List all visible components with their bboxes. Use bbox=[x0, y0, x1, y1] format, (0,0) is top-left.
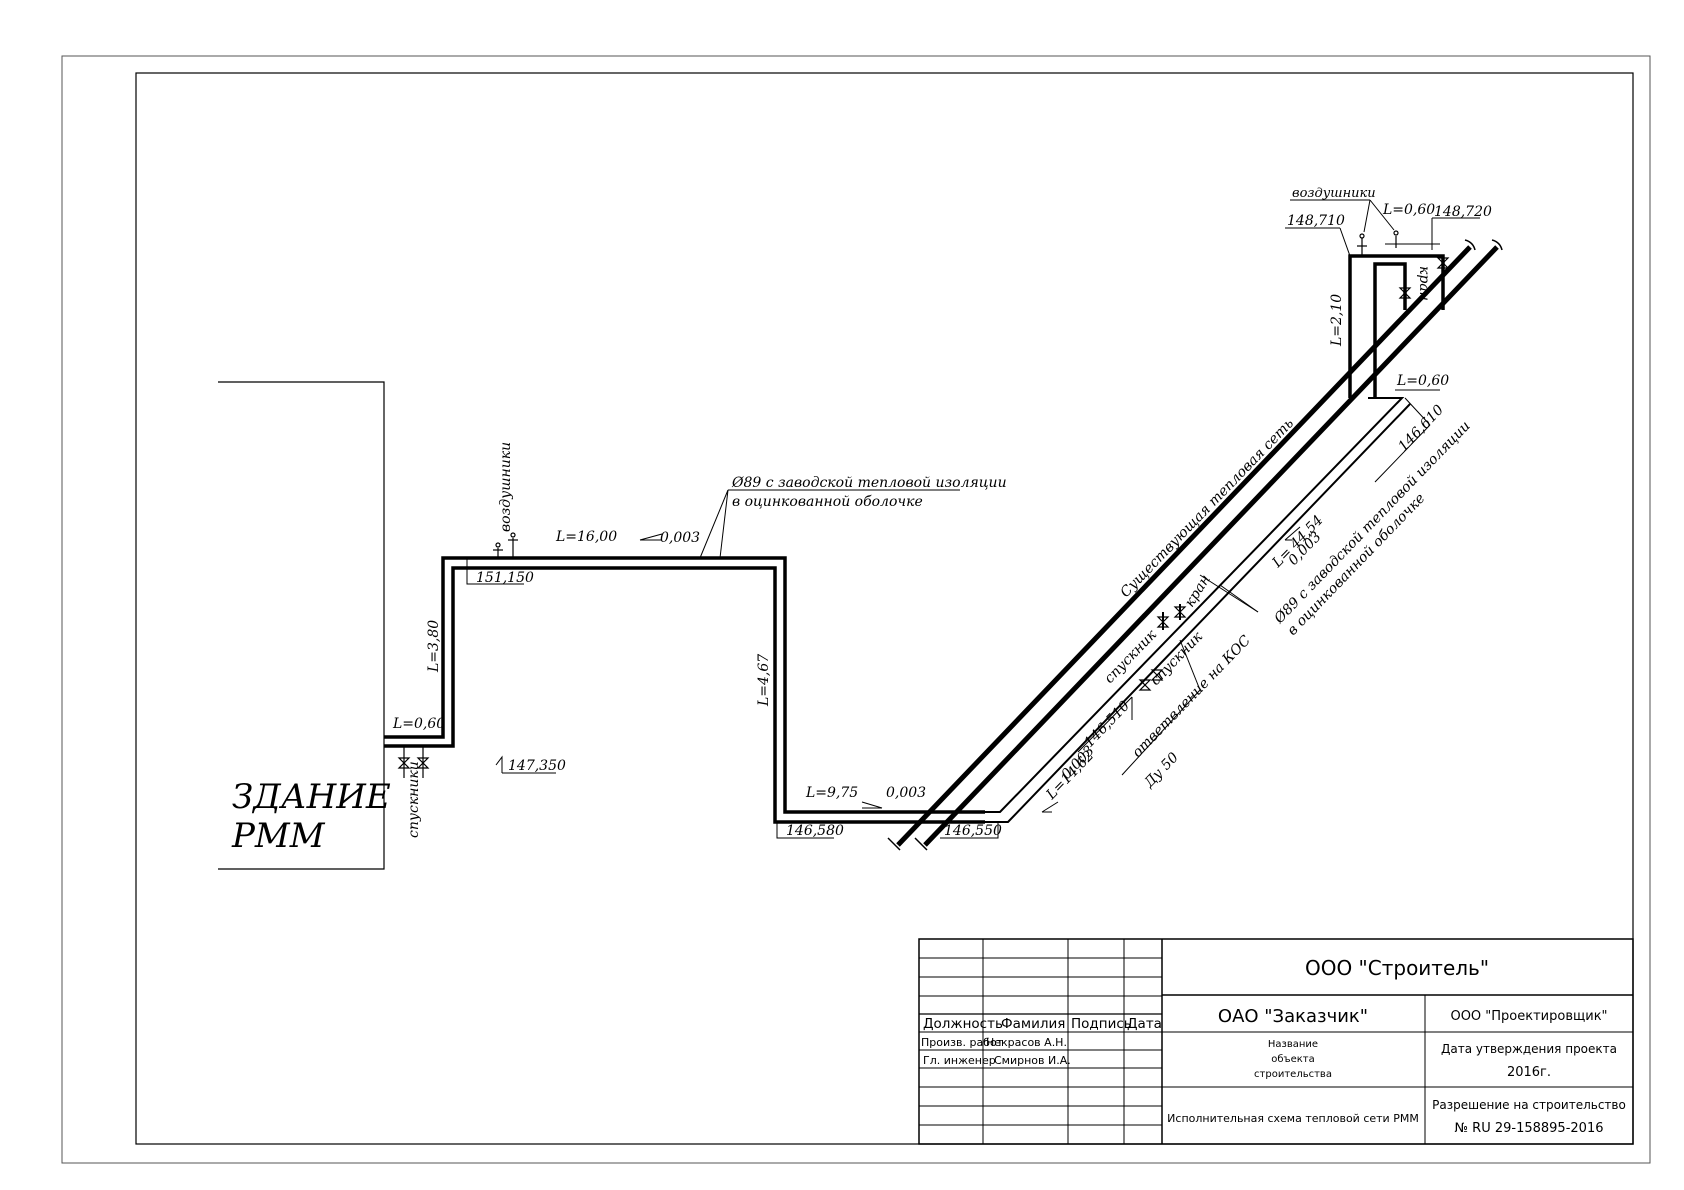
header-signature: Подпись bbox=[1071, 1016, 1132, 1032]
building-label-line1: ЗДАНИЕ bbox=[232, 777, 391, 817]
customer-name: ОАО "Заказчик" bbox=[1218, 1006, 1368, 1027]
existing-heat-network bbox=[887, 239, 1503, 851]
drawing-title: Исполнительная схема тепловой сети РММ bbox=[1167, 1112, 1419, 1125]
label-vozdushniki-right: воздушники bbox=[1292, 186, 1376, 201]
label-kran-lower: кран bbox=[1182, 572, 1214, 610]
riser-outer bbox=[1348, 254, 1445, 398]
permit-label: Разрешение на строительство bbox=[1432, 1098, 1626, 1112]
sheet-frame bbox=[135, 72, 1634, 1145]
approval-label: Дата утверждения проекта bbox=[1441, 1042, 1617, 1056]
label-branch-line2: Ду 50 bbox=[1141, 750, 1182, 792]
valve-icon bbox=[1398, 287, 1412, 299]
elevation-151150: 151,150 bbox=[476, 570, 534, 586]
leader-lines bbox=[466, 199, 1480, 839]
object-name-line3: строительства bbox=[1254, 1069, 1332, 1080]
elevation-148720: 148,720 bbox=[1434, 204, 1492, 220]
label-kran-upper: кран bbox=[1416, 266, 1432, 301]
contractor-name: ООО "Строитель" bbox=[1305, 956, 1489, 980]
designer-name: ООО "Проектировщик" bbox=[1450, 1009, 1607, 1024]
label-vozdushniki-left: воздушники bbox=[498, 442, 514, 532]
building-rmm: ЗДАНИЕ РММ bbox=[218, 381, 391, 870]
title-block-texts: Должность Фамилия Подпись Дата Произв. р… bbox=[921, 956, 1626, 1136]
valve-icon bbox=[1156, 616, 1170, 628]
approval-year: 2016г. bbox=[1507, 1065, 1551, 1080]
pipe-spec-line1: Ø89 с заводской тепловой изоляции bbox=[731, 475, 1007, 491]
label-slope-2: 0,003 bbox=[886, 785, 926, 801]
elevation-148710: 148,710 bbox=[1287, 213, 1345, 229]
riser-valves bbox=[1357, 230, 1450, 299]
object-name-line1: Название bbox=[1268, 1039, 1318, 1050]
object-name-line2: объекта bbox=[1271, 1054, 1315, 1065]
dimension-texts: L=0,60 спускники L=3,80 151,150 воздушни… bbox=[392, 186, 1492, 839]
valve-icon bbox=[1150, 669, 1164, 681]
sheet-outer-border bbox=[61, 55, 1651, 1164]
label-spuskniki-left: спускники bbox=[406, 761, 422, 838]
label-l-380: L=3,80 bbox=[426, 620, 442, 673]
label-l-060-right: L=0,60 bbox=[1396, 373, 1449, 389]
elevation-146550: 146,550 bbox=[944, 823, 1002, 839]
elevation-146580: 146,580 bbox=[786, 823, 844, 839]
header-surname: Фамилия bbox=[1001, 1016, 1065, 1032]
pipe-diagonal-inner bbox=[985, 403, 1411, 823]
row1-position: Произв. работ bbox=[921, 1036, 1004, 1049]
pipeline-riser-loop bbox=[1348, 254, 1445, 398]
valve-icon bbox=[1173, 606, 1187, 618]
permit-number: № RU 29-158895-2016 bbox=[1455, 1121, 1604, 1136]
air-vents-left bbox=[493, 532, 518, 558]
header-position: Должность bbox=[923, 1016, 1003, 1032]
valve-icon bbox=[397, 757, 411, 769]
row2-surname: Смирнов И.А. bbox=[994, 1054, 1071, 1067]
label-l-210: L=2,10 bbox=[1329, 294, 1345, 347]
pipeline-main bbox=[384, 556, 985, 824]
drain-valves-diagonal bbox=[1138, 604, 1187, 691]
label-l-060-top: L=0,60 bbox=[1382, 202, 1435, 218]
title-block bbox=[918, 938, 1634, 1145]
building-label-line2: РММ bbox=[231, 816, 326, 856]
elevation-147350: 147,350 bbox=[508, 758, 566, 774]
row1-surname: Некрасов А.Н. bbox=[986, 1036, 1067, 1049]
existing-pipe-2 bbox=[923, 245, 1499, 847]
valve-icon bbox=[416, 757, 430, 769]
row2-position: Гл. инженер bbox=[923, 1054, 996, 1067]
pipe-spec-line2: в оцинкованной оболочке bbox=[732, 494, 923, 510]
label-l-1600: L=16,00 bbox=[555, 529, 617, 545]
pipeline-diagonal bbox=[985, 397, 1411, 823]
drain-valves-left bbox=[397, 746, 430, 778]
header-date: Дата bbox=[1127, 1016, 1162, 1032]
elevation-146510: 146,510 bbox=[1081, 698, 1133, 751]
riser-inner bbox=[1373, 262, 1407, 398]
valve-icon bbox=[1436, 257, 1450, 269]
label-l-975: L=9,75 bbox=[805, 785, 858, 801]
label-slope-1: 0,003 bbox=[660, 530, 700, 546]
label-existing-network: Существующая тепловая сеть bbox=[1117, 416, 1297, 601]
pipe-outer bbox=[384, 556, 985, 814]
valve-icon bbox=[1138, 679, 1152, 691]
pipe-inner bbox=[384, 566, 985, 824]
label-l-060-left: L=0,60 bbox=[392, 716, 445, 732]
pipe-diagonal-outer bbox=[985, 397, 1405, 813]
label-l-467: L=4,67 bbox=[756, 654, 772, 707]
